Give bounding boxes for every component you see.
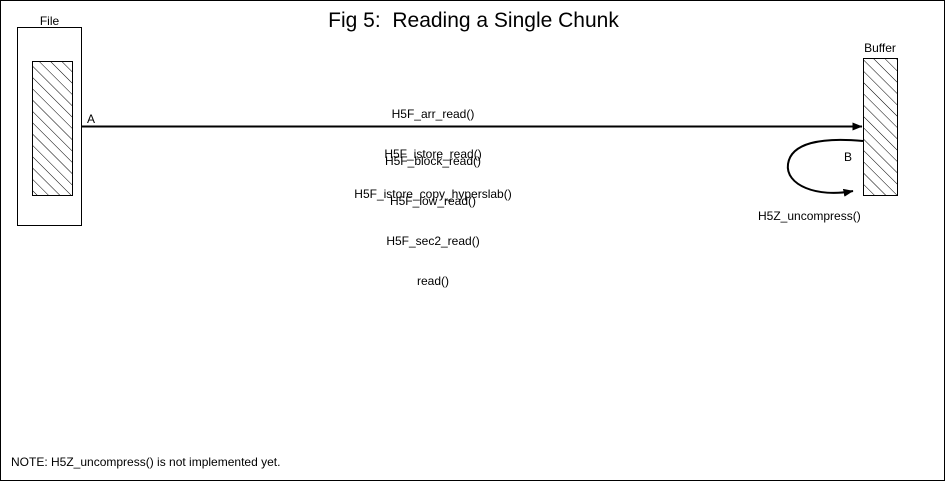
call-label: read() (416, 274, 449, 288)
endpoint-a-label: A (87, 112, 96, 126)
selfloop-arrow (786, 138, 864, 197)
call-label: H5F_istore_copy_hyperslab() (354, 187, 512, 201)
call-label: H5F_block_read() (384, 154, 482, 168)
callstack-above-line: H5F_arr_read() H5F_istore_read() H5F_ist… (283, 82, 583, 226)
call-label: H5F_istore_read() (384, 147, 482, 161)
file-box-label: File (39, 14, 60, 28)
footer-note: NOTE: H5Z_uncompress() is not implemente… (11, 455, 281, 469)
endpoint-b-label: B (844, 150, 853, 164)
call-label: H5F_arr_read() (391, 107, 475, 121)
callstack-below-line: H5F_block_read() H5F_low_read() H5F_sec2… (283, 129, 583, 313)
buffer-box-label: Buffer (864, 41, 896, 55)
call-label: H5F_low_read() (389, 194, 477, 208)
file-box-hatch (32, 61, 73, 196)
call-label: H5F_sec2_read() (386, 234, 480, 248)
selfloop-label: H5Z_uncompress() (758, 209, 861, 223)
page-title: Fig 5: Reading a Single Chunk (328, 9, 619, 32)
buffer-box-hatch (863, 58, 898, 196)
